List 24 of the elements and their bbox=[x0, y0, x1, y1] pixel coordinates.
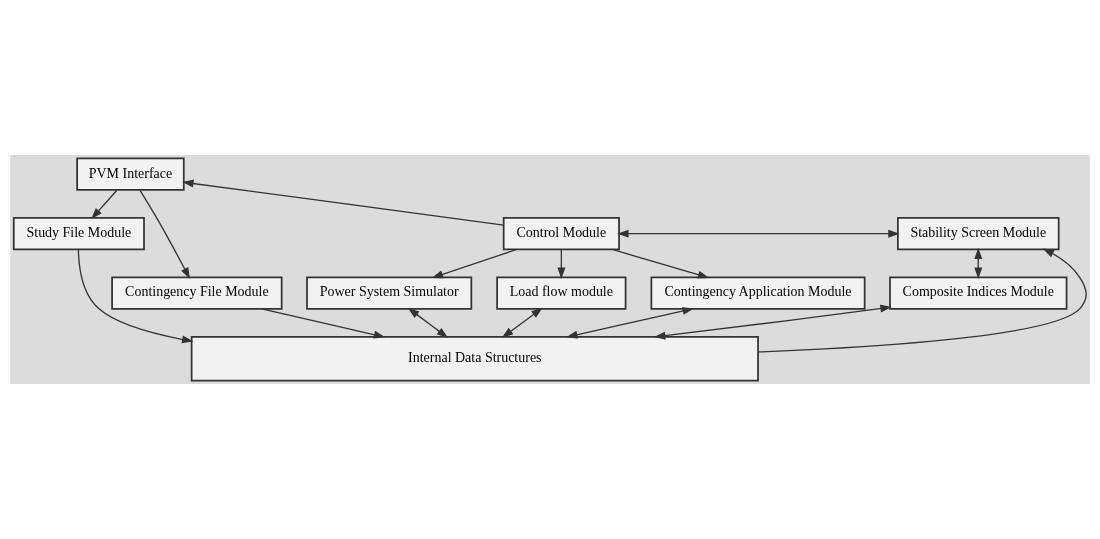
arrow bbox=[611, 248, 710, 279]
arrow bbox=[77, 248, 194, 344]
arrow bbox=[139, 189, 191, 280]
node-box: Contingency Application Module bbox=[650, 276, 866, 310]
arrow bbox=[617, 229, 900, 238]
arrow bbox=[557, 249, 566, 279]
node-box: Load flow module bbox=[496, 276, 627, 310]
node-box: Study File Module bbox=[12, 217, 145, 251]
arrow bbox=[654, 304, 892, 340]
arrow bbox=[261, 308, 386, 339]
node-box: Control Module bbox=[502, 217, 620, 251]
node-box: Contingency File Module bbox=[111, 276, 283, 310]
arrow bbox=[91, 189, 118, 220]
node-box: Internal Data Structures bbox=[190, 335, 759, 382]
arrow bbox=[431, 248, 518, 279]
arrow bbox=[757, 248, 1087, 353]
arrow bbox=[566, 307, 694, 339]
node-box: PVM Interface bbox=[76, 157, 185, 191]
arrow bbox=[407, 307, 449, 338]
node-box: Composite Indices Module bbox=[889, 276, 1068, 310]
arrow bbox=[501, 307, 543, 338]
arrow bbox=[182, 179, 505, 226]
node-box: Stability Screen Module bbox=[897, 217, 1060, 251]
node-box: Power System Simulator bbox=[306, 276, 473, 310]
